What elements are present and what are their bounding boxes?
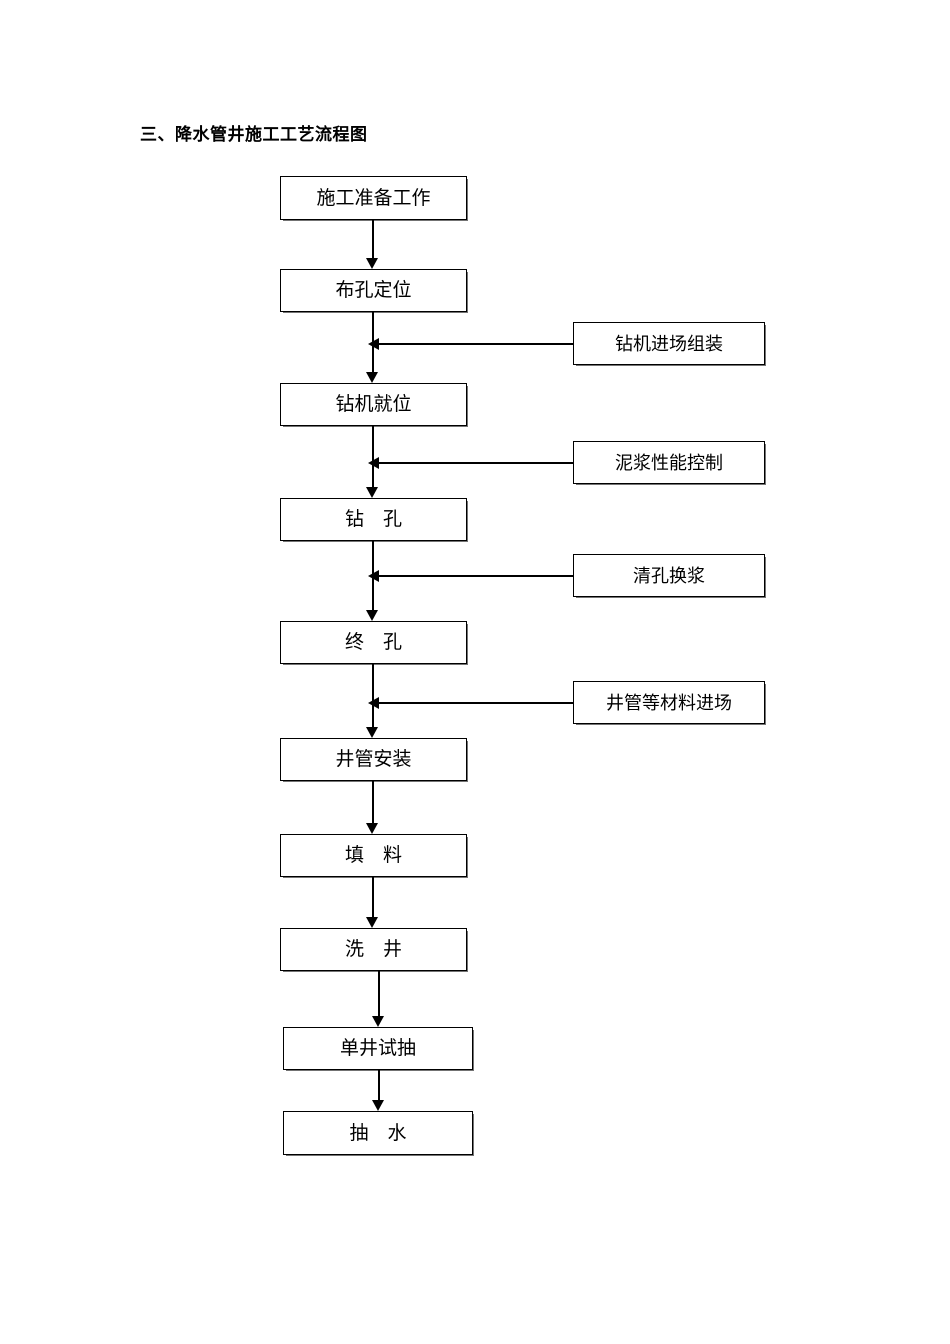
- connector-line-hole-cleaning-join: [374, 575, 573, 577]
- arrowhead-mud-control-join: [368, 457, 379, 469]
- arrowhead-drilling-to-final-hole: [366, 610, 378, 621]
- arrowhead-filling-to-washing: [366, 917, 378, 928]
- connector-line-mud-control-join: [374, 462, 573, 464]
- flow-node-single-well-trial-pumping: 单井试抽: [283, 1027, 473, 1070]
- flow-node-drill-rig-in-place: 钻机就位: [280, 383, 467, 426]
- arrowhead-rig-to-drilling: [366, 487, 378, 498]
- flow-node-filling-material: 填 料: [280, 834, 467, 877]
- side-node-hole-cleaning-slurry-change: 清孔换浆: [573, 554, 765, 597]
- flow-node-construction-preparation: 施工准备工作: [280, 176, 467, 220]
- arrowhead-rig-assembly-join: [368, 338, 379, 350]
- flow-node-well-washing: 洗 井: [280, 928, 467, 971]
- connector-line-material-arrival-join: [374, 702, 573, 704]
- flow-node-hole-layout-positioning: 布孔定位: [280, 269, 467, 312]
- connector-line-rig-assembly-join: [374, 343, 573, 345]
- arrowhead-layout-to-rig: [366, 372, 378, 383]
- connector-line-prep-to-layout: [372, 220, 374, 260]
- page-title: 三、降水管井施工工艺流程图: [140, 125, 368, 144]
- arrowhead-trial-pumping-to-pumping: [372, 1100, 384, 1111]
- flow-node-pumping: 抽 水: [283, 1111, 473, 1155]
- arrowhead-material-arrival-join: [368, 697, 379, 709]
- flow-node-drilling: 钻 孔: [280, 498, 467, 541]
- arrowhead-washing-to-trial-pumping: [372, 1016, 384, 1027]
- side-node-well-pipe-material-arrival: 井管等材料进场: [573, 681, 765, 724]
- connector-line-washing-to-trial-pumping: [378, 971, 380, 1018]
- connector-line-trial-pumping-to-pumping: [378, 1070, 380, 1102]
- arrowhead-prep-to-layout: [366, 258, 378, 269]
- side-node-mud-performance-control: 泥浆性能控制: [573, 441, 765, 484]
- side-node-rig-arrival-assembly: 钻机进场组装: [573, 322, 765, 365]
- arrowhead-hole-cleaning-join: [368, 570, 379, 582]
- connector-line-filling-to-washing: [372, 877, 374, 919]
- connector-line-final-hole-to-pipe-install: [372, 664, 374, 729]
- arrowhead-pipe-install-to-filling: [366, 823, 378, 834]
- flow-node-final-hole: 终 孔: [280, 621, 467, 664]
- flow-node-well-pipe-installation: 井管安装: [280, 738, 467, 781]
- arrowhead-final-hole-to-pipe-install: [366, 727, 378, 738]
- connector-line-pipe-install-to-filling: [372, 781, 374, 825]
